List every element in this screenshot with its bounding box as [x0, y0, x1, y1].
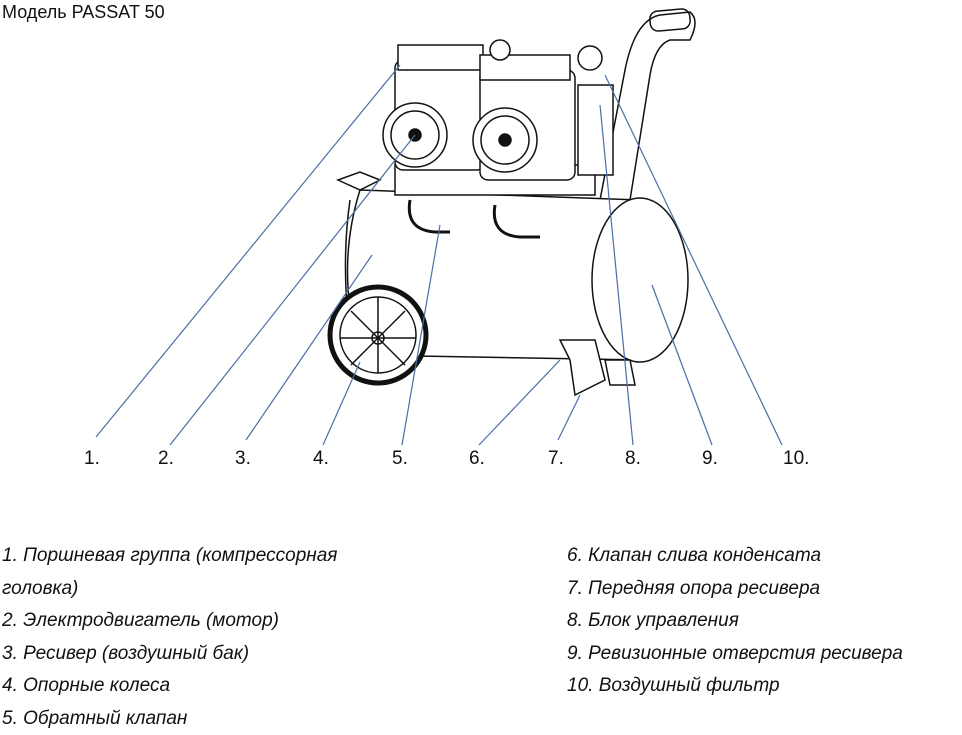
motor-left [383, 45, 485, 170]
callout-4: 4. [313, 448, 329, 470]
callout-9: 9. [702, 448, 718, 470]
callout-1: 1. [84, 448, 100, 470]
motor-right [473, 55, 575, 180]
callout-5: 5. [392, 448, 408, 470]
handle [600, 12, 695, 200]
callout-2: 2. [158, 448, 174, 470]
callout-7: 7. [548, 448, 564, 470]
legend-item: 4. Опорные колеса [2, 670, 337, 703]
callout-3: 3. [235, 448, 251, 470]
tank-end-cap [592, 198, 688, 362]
legend-item: 9. Ревизионные отверстия ресивера [567, 638, 903, 671]
legend-item: 2. Электродвигатель (мотор) [2, 605, 337, 638]
legend-item: 3. Ресивер (воздушный бак) [2, 638, 337, 671]
callout-10: 10. [783, 448, 809, 470]
legend-item: 6. Клапан слива конденсата [567, 540, 903, 573]
legend-item: головка) [2, 573, 337, 606]
legend-item: 1. Поршневая группа (компрессорная [2, 540, 337, 573]
callout-8: 8. [625, 448, 641, 470]
callout-6: 6. [469, 448, 485, 470]
legend-item: 5. Обратный клапан [2, 703, 337, 735]
legend-item: 7. Передняя опора ресивера [567, 573, 903, 606]
legend-left: 1. Поршневая группа (компрессорная голов… [2, 540, 337, 735]
legend-item: 8. Блок управления [567, 605, 903, 638]
control-box [578, 85, 613, 175]
legend-item: 10. Воздушный фильтр [567, 670, 903, 703]
legend-right: 6. Клапан слива конденсата 7. Передняя о… [567, 540, 903, 703]
